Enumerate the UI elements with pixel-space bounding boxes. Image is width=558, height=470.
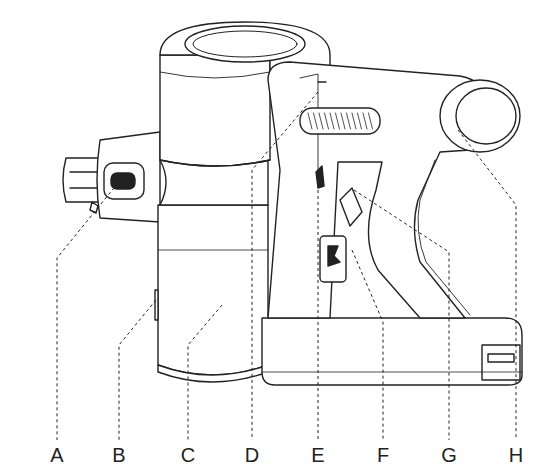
grill-slot — [341, 113, 345, 129]
grill-slot — [314, 113, 318, 129]
leader-line — [252, 92, 318, 440]
callout-letter: G — [441, 445, 457, 465]
grill-slot — [347, 113, 351, 129]
callout-letter: C — [181, 445, 195, 465]
leader-line — [188, 305, 222, 440]
grill-slot — [363, 113, 367, 129]
grill-slot — [325, 113, 329, 129]
grill-slot — [330, 113, 334, 129]
button — [318, 81, 326, 82]
grill-slot — [308, 113, 312, 129]
leader-line — [458, 130, 516, 440]
callout-letter: E — [311, 445, 324, 465]
leader-line — [119, 300, 156, 440]
motor-filter — [300, 80, 520, 152]
dust-bin — [155, 205, 268, 382]
callout-letter: F — [377, 445, 389, 465]
leader-line — [354, 190, 449, 440]
grill-slot — [352, 113, 356, 129]
leader-line — [57, 183, 118, 440]
callout-letter: H — [509, 445, 523, 465]
leader-line — [318, 178, 319, 440]
callout-letter: A — [50, 445, 63, 465]
battery-pack — [262, 318, 522, 385]
leader-lines — [57, 92, 516, 440]
grill-slot — [369, 113, 373, 129]
grill-slot — [358, 113, 362, 129]
grill-slot — [319, 113, 323, 129]
inlet-nozzle — [63, 132, 160, 222]
callout-letter: B — [112, 445, 125, 465]
grill-slot — [336, 113, 340, 129]
callout-letter: D — [245, 445, 259, 465]
leader-line — [352, 250, 383, 440]
